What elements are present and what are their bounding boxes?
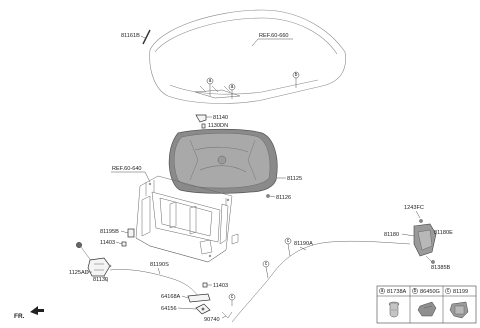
label-11403-b: 11403 (213, 283, 228, 289)
front-direction-arrow-icon (30, 306, 44, 315)
legend-header-3: c 81199 (445, 288, 468, 295)
svg-text:b: b (414, 288, 417, 294)
clip-86450g-icon (417, 301, 437, 317)
parts-legend-table: a 81738A b 86450G c 81199 (376, 285, 477, 324)
svg-text:c: c (231, 294, 234, 300)
label-1125ad: 1125AD (69, 270, 89, 276)
callout-a-hood-1: a (206, 77, 214, 96)
label-1130dn: 1130DN (208, 123, 228, 129)
front-end-module-panel (135, 175, 239, 263)
hood-latch-81130 (75, 241, 112, 283)
grommet-81738a-icon (388, 301, 400, 318)
legend-part-81738a: 81738A (387, 289, 407, 295)
hood-release-cable-81190s (109, 267, 199, 297)
legend-part-81199: 81199 (453, 289, 468, 295)
label-64156: 64156 (161, 306, 177, 312)
callout-c-cable-1: c (284, 237, 292, 257)
hood-panel-outline (149, 9, 346, 104)
bumper-81199-icon (449, 301, 469, 319)
hood-release-cable-81190a (231, 240, 411, 323)
svg-text:a: a (381, 288, 384, 294)
legend-header-1: a 81738A (379, 288, 407, 295)
svg-text:c: c (447, 288, 450, 294)
svg-text:a: a (231, 84, 234, 90)
svg-text:a: a (209, 78, 212, 84)
callout-c-handle: c (228, 293, 236, 306)
ref-hood: REF.60-660 (259, 33, 289, 39)
label-81130: 81130 (93, 277, 108, 283)
release-lever-81180 (413, 219, 437, 263)
legend-header-2: b 86450G (412, 288, 440, 295)
label-81125: 81125 (287, 176, 302, 182)
callout-c-cable-2: c (262, 260, 270, 279)
callout-b-hood: b (292, 71, 300, 88)
label-81180: 81180 (384, 232, 399, 238)
label-11403-a: 11403 (100, 240, 115, 246)
label-1243fc: 1243FC (404, 205, 424, 211)
label-90740: 90740 (204, 317, 220, 323)
cable-clip-64168a (187, 293, 211, 303)
label-81180e: 81180E (434, 230, 453, 236)
callout-a-hood-2: a (228, 83, 236, 99)
svg-text:c: c (287, 238, 290, 244)
label-81190s: 81190S (150, 262, 169, 268)
ref-panel: REF.60-640 (112, 166, 142, 172)
bolt-81385b (431, 260, 435, 264)
hood-insulator-pad (168, 128, 278, 194)
label-81126: 81126 (276, 195, 291, 201)
label-81161b: 81161B (121, 33, 140, 39)
grommet-64156 (195, 303, 211, 315)
label-81190a: 81190A (294, 241, 313, 247)
hood-stay-rod (142, 29, 151, 45)
legend-part-86450g: 86450G (420, 289, 440, 295)
latch-bracket-81195b (127, 228, 135, 238)
bolt-11403-a (121, 241, 127, 247)
label-81385b: 81385B (431, 265, 451, 271)
front-direction-label: FR. (14, 313, 25, 320)
insulator-clip (266, 194, 270, 198)
hood-release-handle-90740 (221, 311, 233, 319)
svg-text:c: c (265, 261, 268, 267)
hood-latch-striker (195, 114, 207, 129)
label-81195b: 81195B (100, 229, 119, 235)
svg-text:b: b (295, 72, 298, 78)
label-64168a: 64168A (161, 294, 181, 300)
bolt-11403-b (202, 282, 208, 288)
label-81140: 81140 (213, 115, 228, 121)
